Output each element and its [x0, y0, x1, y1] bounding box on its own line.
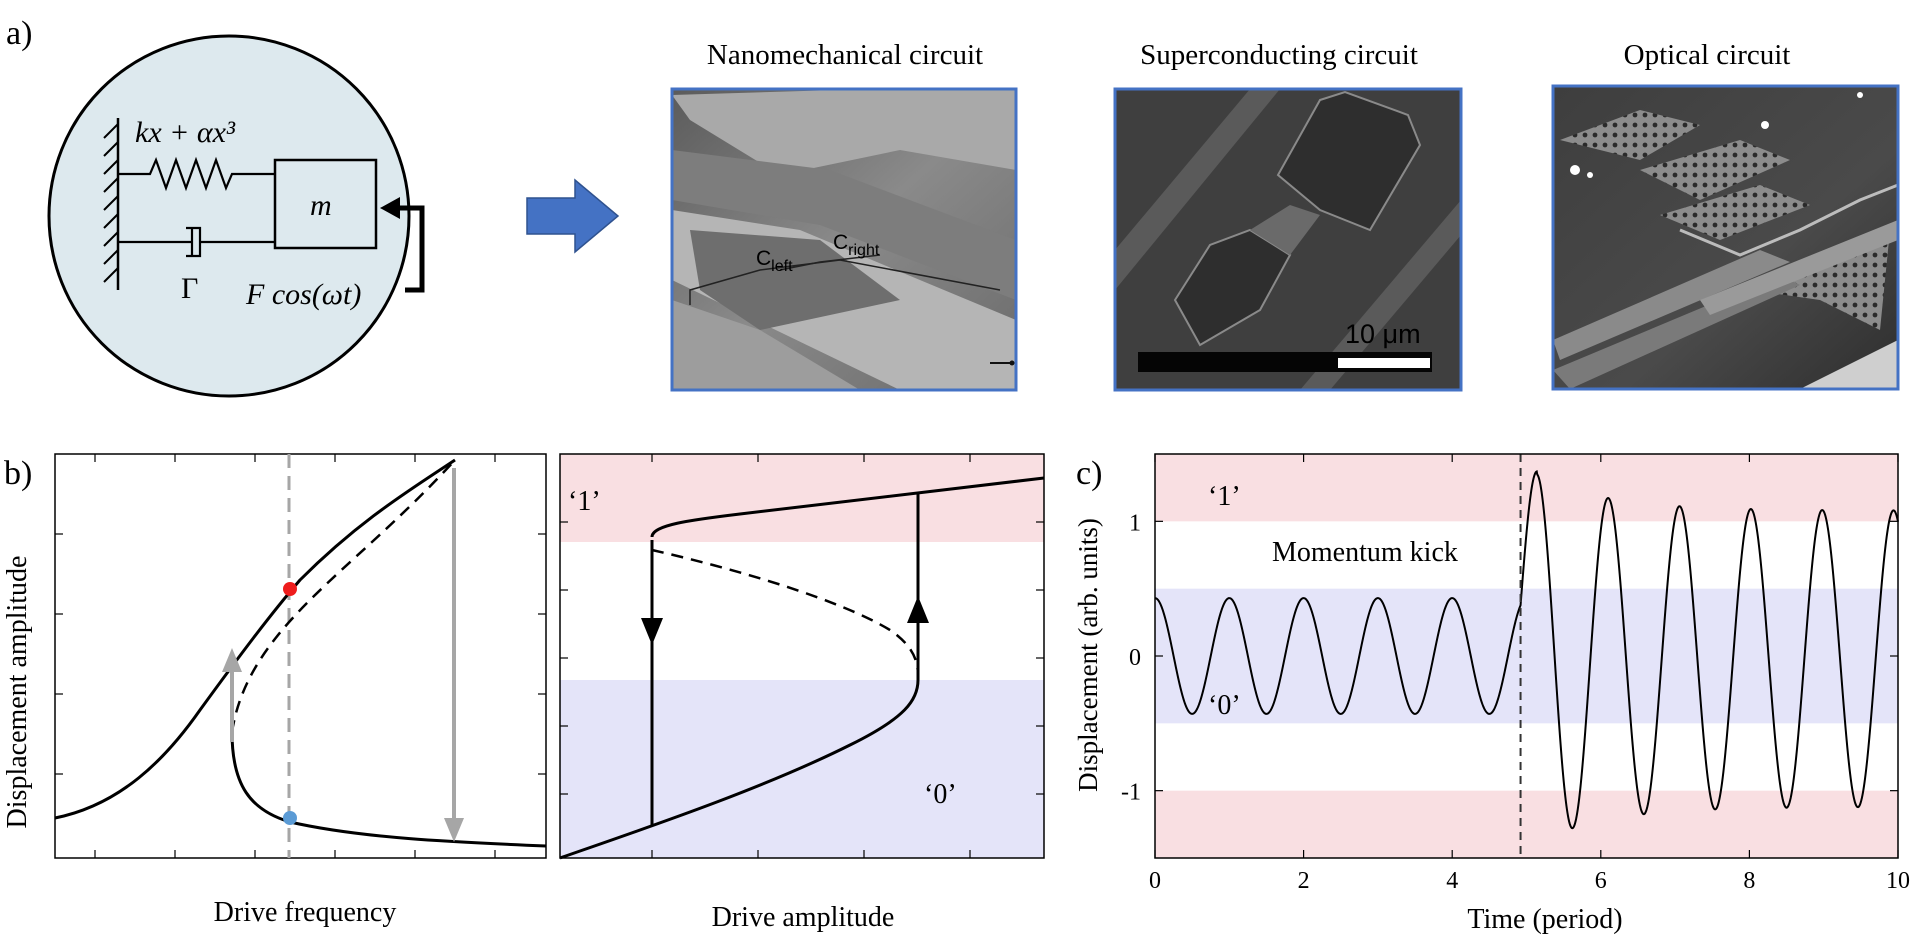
left-ylabel: Displacement amplitude — [2, 556, 33, 829]
damper — [118, 226, 275, 258]
superconducting-title: Superconducting circuit — [1140, 39, 1418, 71]
damper-label: Γ — [181, 272, 198, 305]
nanomechanical-title: Nanomechanical circuit — [707, 39, 983, 71]
x-tick-label: 10 — [1886, 868, 1910, 894]
x-tick-label: 8 — [1743, 868, 1755, 894]
low-state-dot — [283, 811, 297, 825]
state-band-1-2 — [1155, 790, 1898, 858]
down-arrowhead — [641, 618, 663, 645]
displacement-series — [1154, 469, 1899, 830]
unstable-branch-right — [651, 548, 920, 676]
nanomechanical-image: Cleft Cright — [670, 87, 1018, 392]
optical-title: Optical circuit — [1624, 39, 1791, 71]
left-xlabel: Drive frequency — [214, 897, 397, 928]
c-ylabel: Displacement (arb. units) — [1073, 518, 1103, 792]
upper-solid-branch — [650, 476, 1045, 538]
state0-label: ‘0’ — [924, 779, 957, 810]
panel-c-label: c) — [1076, 455, 1102, 492]
c-state0-label: ‘0’ — [1208, 690, 1241, 721]
jump-down-arrowhead — [444, 818, 464, 842]
superconducting-image: 10 μm — [1113, 87, 1463, 392]
state-band-0-1 — [1155, 588, 1898, 724]
diagram-circle — [47, 34, 411, 398]
unstable-branch — [230, 459, 456, 733]
high-state-dot — [283, 582, 297, 596]
amplitude-hysteresis-plot: ‘1’ ‘0’ — [559, 453, 1045, 860]
c-right-label: Cright — [833, 231, 880, 259]
lower-solid-branch — [559, 679, 920, 860]
upper-branch — [54, 458, 456, 820]
y-tick-label: 0 — [1129, 645, 1141, 671]
optical-image — [1551, 84, 1900, 391]
jump-up-arrowhead — [222, 648, 242, 672]
y-tick-label: -1 — [1121, 780, 1141, 806]
x-tick-label: 0 — [1149, 868, 1161, 894]
blue-arrow — [526, 178, 620, 254]
state1-band — [560, 454, 1044, 542]
force-arrowhead — [380, 197, 400, 219]
panel-a-label: a) — [6, 15, 32, 52]
mass-spring-diagram: m kx + αx³ Γ F cos(ωt) — [47, 34, 425, 398]
mass-block — [273, 158, 378, 250]
displacement-time-chart: 0 2 4 6 8 10 -1 0 1 — [1121, 453, 1910, 894]
state-band-1-0 — [1155, 454, 1898, 522]
y-tick-label: 1 — [1129, 510, 1141, 536]
mass-label: m — [310, 189, 332, 222]
x-tick-label: 6 — [1595, 868, 1607, 894]
c-xlabel: Time (period) — [1467, 904, 1622, 935]
spring — [118, 156, 275, 192]
c-state1-label: ‘1’ — [1208, 481, 1241, 512]
scale-label: 10 μm — [1345, 319, 1421, 349]
panel-b-label: b) — [4, 455, 32, 492]
momentum-kick-label: Momentum kick — [1272, 537, 1458, 568]
frequency-response-plot — [54, 453, 547, 859]
force-label: F cos(ωt) — [245, 278, 361, 311]
x-tick-label: 4 — [1446, 868, 1458, 894]
right-xlabel: Drive amplitude — [712, 902, 895, 933]
x-tick-label: 2 — [1298, 868, 1310, 894]
lower-branch — [230, 731, 547, 848]
state1-label: ‘1’ — [568, 486, 601, 517]
up-arrowhead — [907, 596, 929, 623]
spring-label: kx + αx³ — [135, 116, 236, 149]
c-left-label: Cleft — [756, 247, 793, 275]
